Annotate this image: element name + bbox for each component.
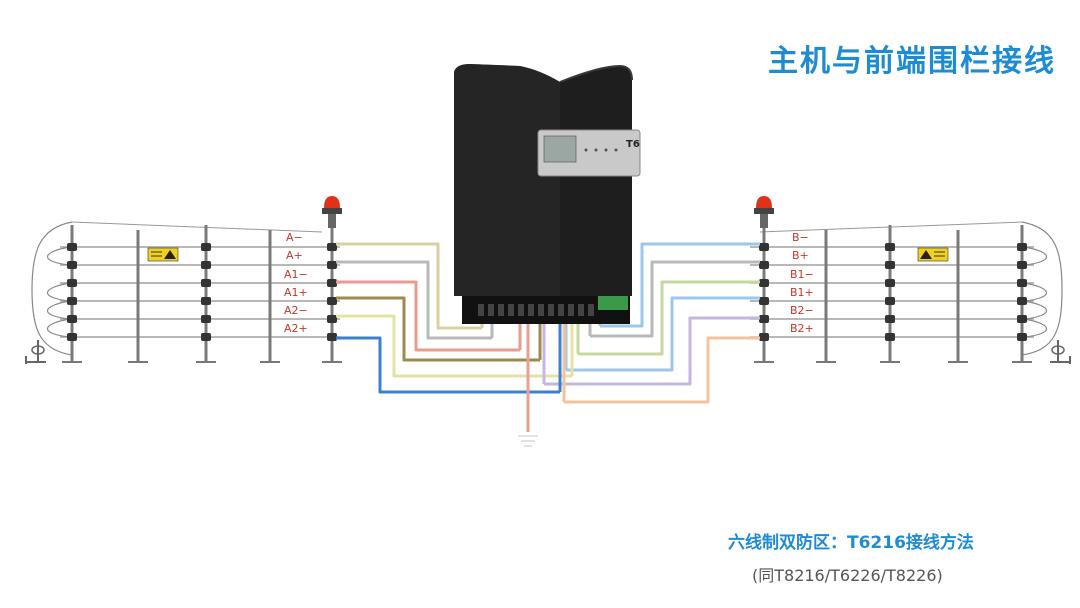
right-fence — [750, 196, 1071, 364]
zone-b-labels: B− B+ B1− B1+ B2− B2+ — [790, 231, 814, 335]
wire-a2-plus — [336, 336, 560, 394]
wire-b-minus — [600, 242, 760, 328]
wire-b-plus — [590, 260, 760, 338]
page-title: 主机与前端围栏接线 — [768, 44, 1056, 79]
label-a1-minus: A1− — [284, 268, 308, 281]
wire-b2-minus — [544, 316, 760, 386]
lcd-screen — [543, 135, 577, 163]
compatible-models-note: (同T8216/T6226/T8226) — [752, 566, 943, 585]
label-a2-plus: A2+ — [284, 322, 308, 335]
label-a2-minus: A2− — [284, 304, 308, 317]
wiring — [336, 242, 760, 432]
insulator-icon — [25, 340, 46, 364]
wire-b1-minus — [578, 280, 760, 356]
wire-a2-minus — [336, 314, 572, 378]
label-b2-minus: B2− — [790, 304, 814, 317]
warning-sign-icon — [147, 247, 179, 262]
alarm-light-icon — [322, 196, 342, 228]
ground-icon — [518, 435, 538, 447]
host-device: T6 — [454, 64, 641, 324]
wire-b2-plus — [564, 336, 760, 404]
label-b1-minus: B1− — [790, 268, 814, 281]
label-a1-plus: A1+ — [284, 286, 308, 299]
label-b2-plus: B2+ — [790, 322, 814, 335]
wire-a-minus — [336, 242, 482, 330]
insulator-icon — [1050, 340, 1071, 364]
wire-a1-plus — [336, 296, 540, 362]
label-a-plus: A+ — [286, 249, 303, 262]
zone-a-labels: A− A+ A1− A1+ A2− A2+ — [284, 231, 308, 335]
wire-b1-plus — [566, 296, 760, 372]
label-b-plus: B+ — [792, 249, 809, 262]
device-logo: T6 — [626, 139, 640, 150]
wire-a1-minus — [336, 280, 520, 352]
label-b1-plus: B1+ — [790, 286, 814, 299]
label-b-minus: B− — [792, 231, 809, 244]
warning-sign-icon — [917, 247, 949, 262]
left-fence — [25, 196, 342, 364]
alarm-light-icon — [754, 196, 774, 228]
wire-a-plus — [336, 260, 492, 340]
diagram-subtitle: 六线制双防区：T6216接线方法 — [728, 533, 974, 553]
label-a-minus: A− — [286, 231, 303, 244]
